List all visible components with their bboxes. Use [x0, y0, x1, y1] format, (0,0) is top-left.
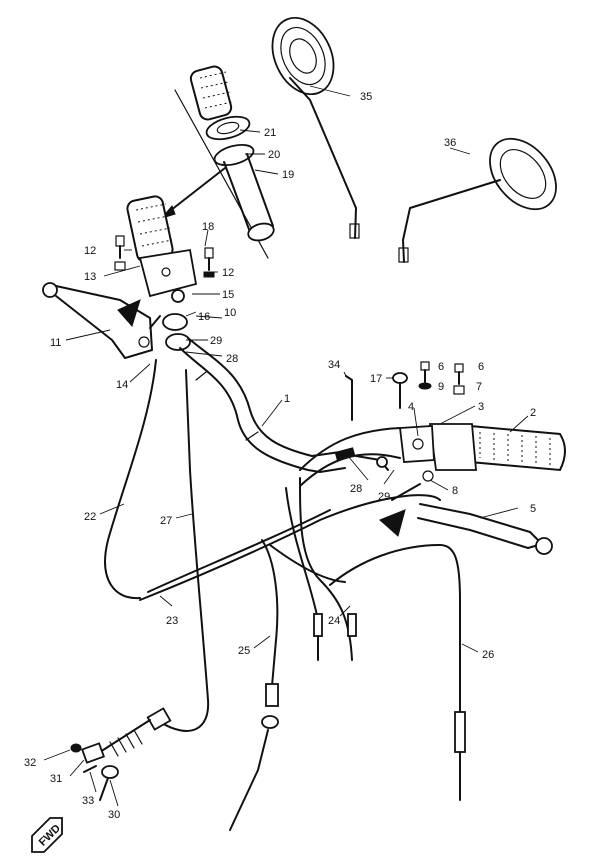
callout-21: 21: [264, 127, 276, 139]
clutch-cable-adjuster: [99, 707, 172, 757]
callout-12-left: 12: [84, 245, 96, 257]
callout-15: 15: [222, 289, 234, 301]
callout-32: 32: [24, 757, 36, 769]
callout-16: 16: [198, 311, 210, 323]
fitting-31: [80, 742, 106, 764]
callout-6-left: 6: [438, 361, 444, 373]
left-grip-housing: [126, 195, 198, 298]
speedometer-cable-end: [229, 683, 279, 831]
clutch-lever: [42, 282, 153, 359]
bolt-12-right: [203, 247, 215, 278]
cable-22: [104, 359, 157, 600]
mirror-right: [398, 137, 557, 263]
callout-36: 36: [444, 137, 456, 149]
cable-23: [139, 494, 441, 601]
callout-1: 1: [284, 393, 290, 405]
callout-26: 26: [482, 649, 494, 661]
mirror-left: [271, 16, 360, 239]
callout-28-left: 28: [226, 353, 238, 365]
callout-9: 9: [438, 381, 444, 393]
callout-5: 5: [530, 503, 536, 515]
callout-35: 35: [360, 91, 372, 103]
assembly-arrow: [165, 167, 226, 215]
bolt-30: [99, 765, 119, 801]
callout-12-right: 12: [222, 267, 234, 279]
tachometer-cable-end: [454, 711, 466, 801]
callout-23: 23: [166, 615, 178, 627]
callout-31: 31: [50, 773, 62, 785]
callout-30: 30: [108, 809, 120, 821]
callout-labels: 35 36 21 20 19 18 12 12 13 15 16 10 29 2…: [24, 91, 536, 821]
callout-6-right: 6: [478, 361, 484, 373]
callout-20: 20: [268, 149, 280, 161]
cable-27: [159, 369, 210, 732]
callout-13: 13: [84, 271, 96, 283]
washer-32: [70, 743, 82, 753]
callout-8: 8: [452, 485, 458, 497]
cable-26: [329, 544, 461, 751]
right-switch-housing: [398, 423, 477, 482]
callout-33: 33: [82, 795, 94, 807]
callout-29-right: 29: [378, 491, 390, 503]
bolt-12-left: [114, 235, 126, 271]
bolt-6-right: [453, 363, 465, 395]
cable-25: [261, 539, 279, 687]
callout-24: 24: [328, 615, 340, 627]
cable-26b: [269, 544, 346, 583]
bolt-6-left: [418, 361, 432, 390]
callout-19: 19: [282, 169, 294, 181]
callout-22: 22: [84, 511, 96, 523]
callout-27: 27: [160, 515, 172, 527]
pin-33: [83, 765, 97, 773]
callout-3: 3: [478, 401, 484, 413]
cable-adjusters-left: [149, 289, 191, 351]
right-grip: [465, 424, 566, 472]
callout-17: 17: [370, 373, 382, 385]
callout-34: 34: [328, 359, 340, 371]
throttle-grip-assembly: [174, 65, 275, 259]
screw-17: [392, 372, 408, 409]
callout-2: 2: [530, 407, 536, 419]
callout-11: 11: [50, 337, 61, 349]
handlebar-inner: [187, 337, 313, 457]
cable-ends-24: [313, 613, 357, 637]
callout-25: 25: [238, 645, 250, 657]
cable-23b: [147, 509, 331, 593]
callout-7: 7: [476, 381, 482, 393]
throttle-cable-junction: [334, 447, 389, 471]
callout-10: 10: [224, 307, 236, 319]
leader-lines: [43, 85, 529, 807]
fwd-direction-badge: FWD: [31, 817, 63, 853]
callout-4: 4: [408, 401, 414, 413]
callout-28-right: 28: [350, 483, 362, 495]
callout-29-left: 29: [210, 335, 222, 347]
callout-14: 14: [116, 379, 128, 391]
callout-18: 18: [202, 221, 214, 233]
pin-34: [345, 375, 353, 421]
handlebar: [179, 347, 321, 473]
front-brake-lever: [379, 483, 553, 555]
